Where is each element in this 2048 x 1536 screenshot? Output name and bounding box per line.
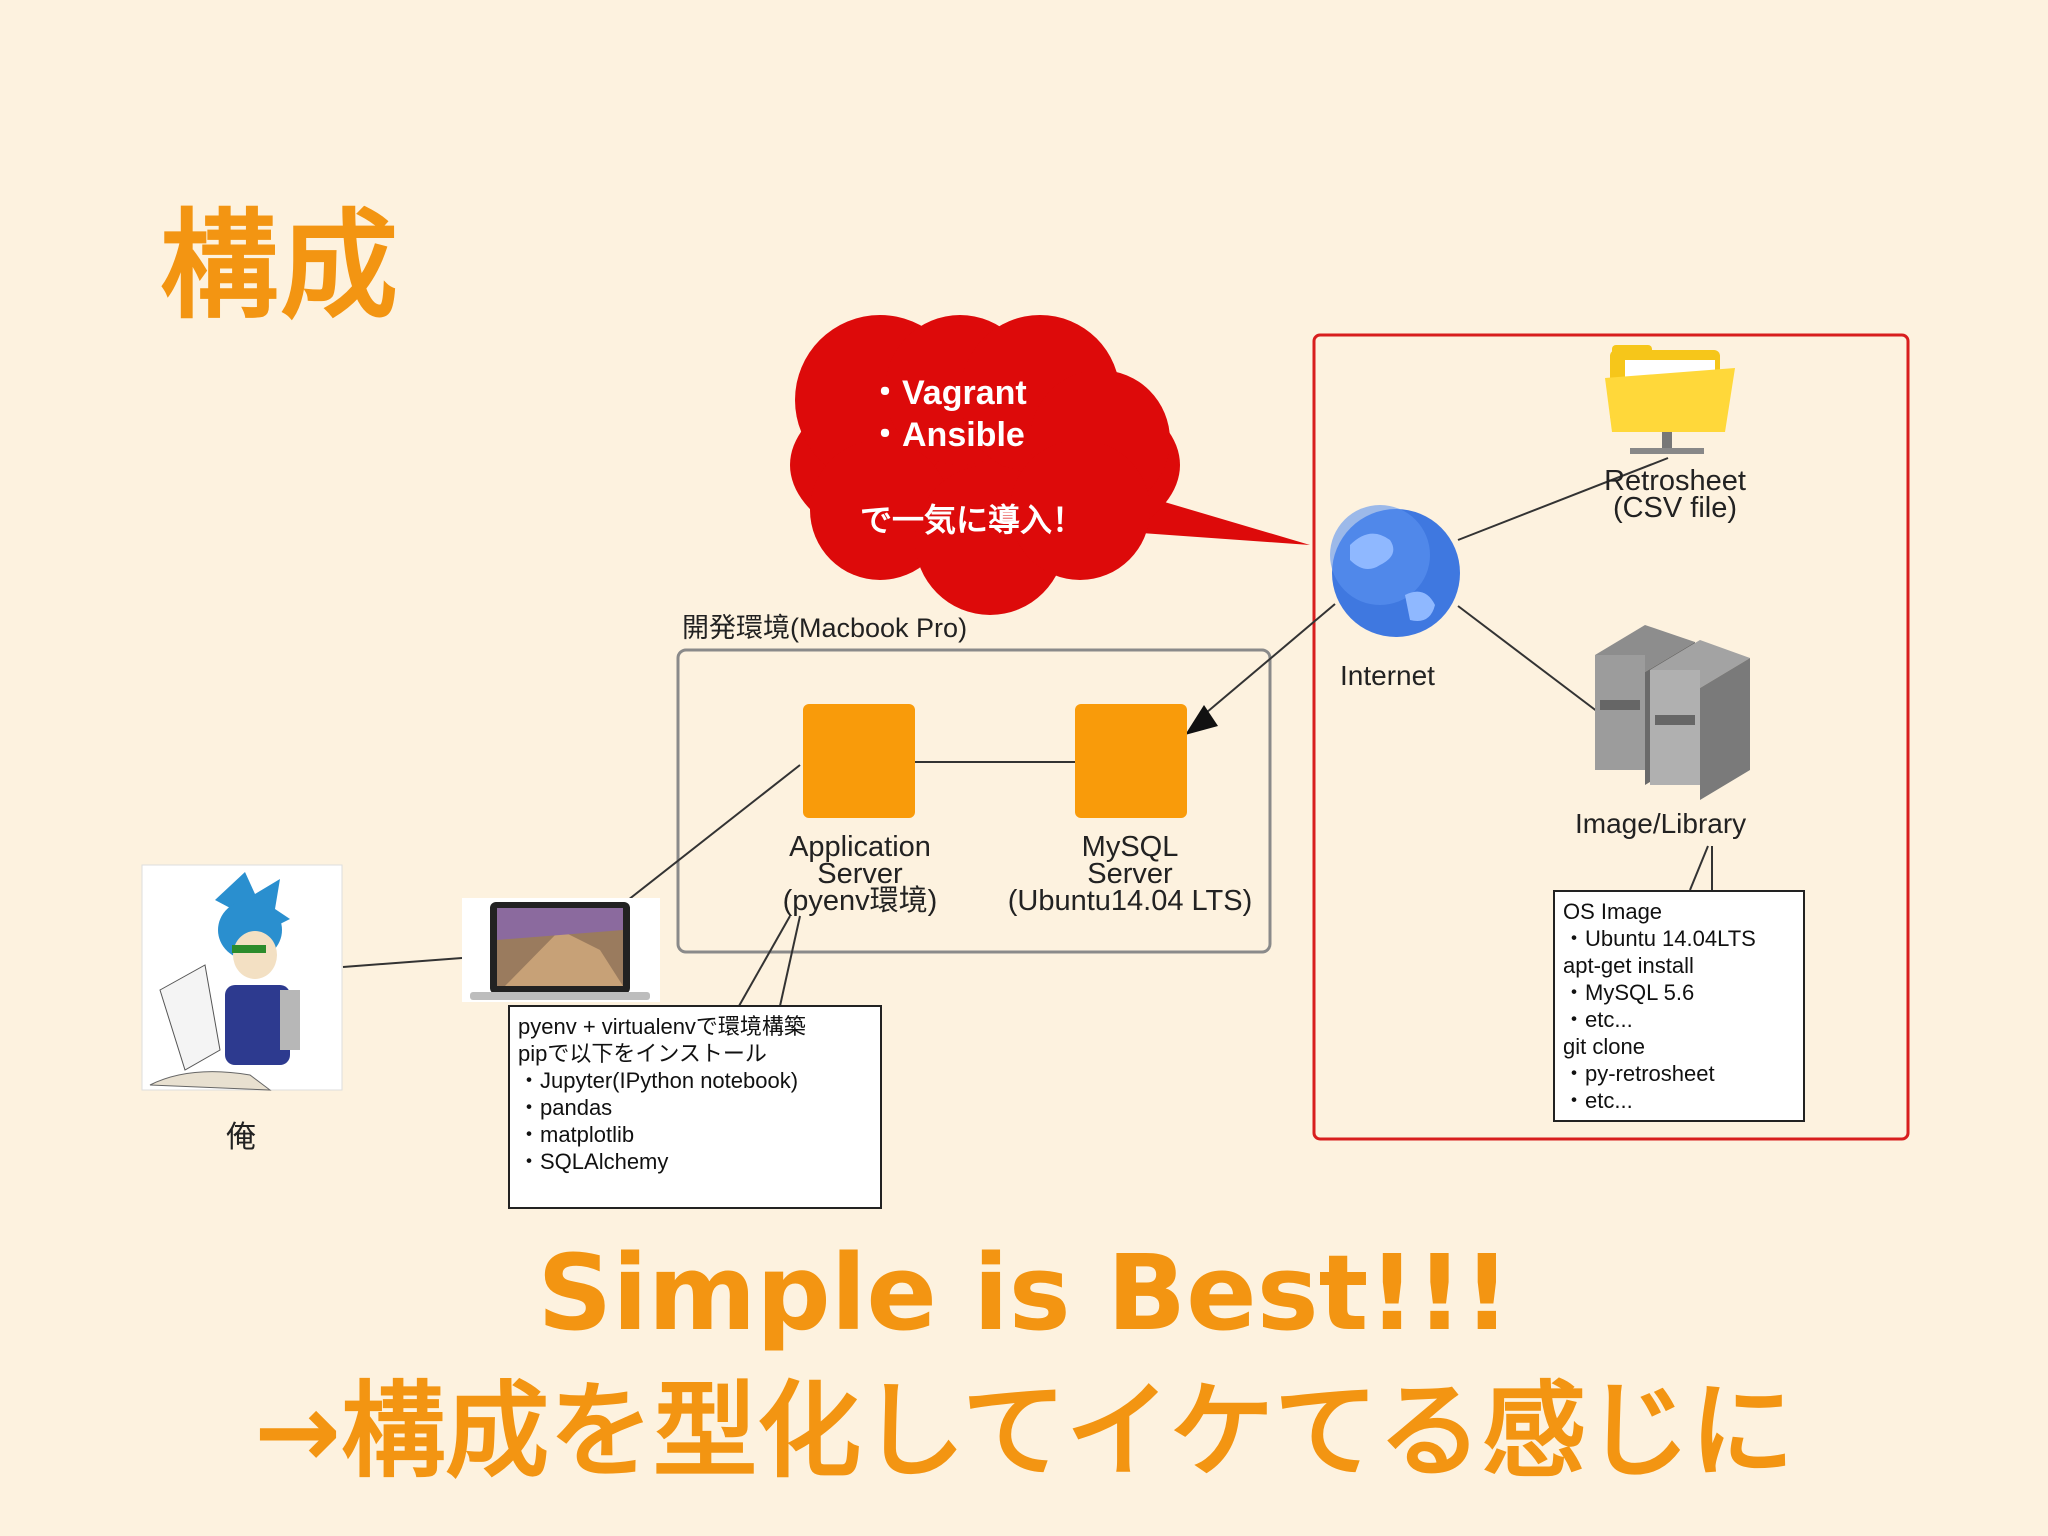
image-library-note: OS Image ・Ubuntu 14.04LTS apt-get instal…	[1553, 890, 1805, 1122]
connector-note-library-1	[1689, 845, 1709, 891]
laptop-icon	[462, 898, 660, 1002]
arrow-head	[1185, 705, 1218, 735]
image-library-label: Image/Library	[1575, 808, 1747, 839]
avatar-portrait	[141, 864, 343, 1091]
globe-icon	[1330, 505, 1460, 637]
slogan-line-2: →構成を型化してイケてる感じに	[253, 1370, 1795, 1492]
pyenv-note-line: pipで以下をインストール	[518, 1041, 767, 1066]
cloud-text-block: ・Vagrant ・Ansible	[868, 372, 1148, 456]
image-note-line: ・MySQL 5.6	[1563, 980, 1695, 1005]
server-rack-icon	[1595, 625, 1750, 800]
image-note-line: OS Image	[1563, 899, 1663, 924]
folder-icon	[1605, 345, 1735, 454]
image-note-line: ・etc...	[1563, 1088, 1633, 1113]
pyenv-note-line: ・matplotlib	[518, 1122, 635, 1147]
connector-laptop-app	[627, 764, 801, 901]
dev-env-label: 開発環境(Macbook Pro)	[682, 613, 968, 643]
connector-note-app	[738, 915, 791, 1007]
connector-internet-retrosheet	[1457, 457, 1669, 541]
retrosheet-label: Retrosheet (CSV file)	[1604, 465, 1746, 524]
pyenv-note-line: ・Jupyter(IPython notebook)	[518, 1068, 799, 1093]
app-server-box	[803, 704, 915, 818]
connector-me-laptop	[342, 957, 463, 968]
cloud-caption: で一気に導入！	[860, 501, 1085, 539]
pyenv-note-line: ・pandas	[518, 1095, 613, 1120]
image-note-line: apt-get install	[1563, 953, 1694, 978]
connector-note-app-2	[779, 915, 801, 1007]
mysql-server-label: MySQL Server (Ubuntu14.04 LTS)	[1007, 831, 1253, 917]
speech-cloud	[790, 315, 1180, 615]
image-note-line: ・etc...	[1563, 1007, 1633, 1032]
pyenv-note-line: ・SQLAlchemy	[518, 1149, 669, 1174]
app-server-label: Application Server (pyenv環境)	[782, 831, 938, 917]
me-label: 俺	[226, 1121, 256, 1154]
image-note-line: ・py-retrosheet	[1563, 1061, 1715, 1086]
mysql-server-box	[1075, 704, 1187, 818]
dev-env-frame	[676, 648, 1272, 954]
pyenv-note: pyenv + virtualenvで環境構築 pipで以下をインストール ・J…	[508, 1005, 882, 1209]
image-note-line: git clone	[1563, 1034, 1645, 1059]
connector-internet-mysql	[1199, 603, 1336, 719]
connector-internet-library	[1457, 605, 1599, 713]
slogan-line-1: Simple is Best!!!	[537, 1232, 1511, 1354]
image-note-line: ・Ubuntu 14.04LTS	[1563, 926, 1756, 951]
cloud-line-vagrant: ・Vagrant	[868, 374, 1027, 412]
slide-title: 構成	[160, 197, 401, 335]
internet-frame	[1312, 333, 1910, 1141]
cloud-line-ansible: ・Ansible	[868, 416, 1025, 454]
pyenv-note-line: pyenv + virtualenvで環境構築	[518, 1014, 806, 1039]
internet-label: Internet	[1340, 660, 1435, 691]
